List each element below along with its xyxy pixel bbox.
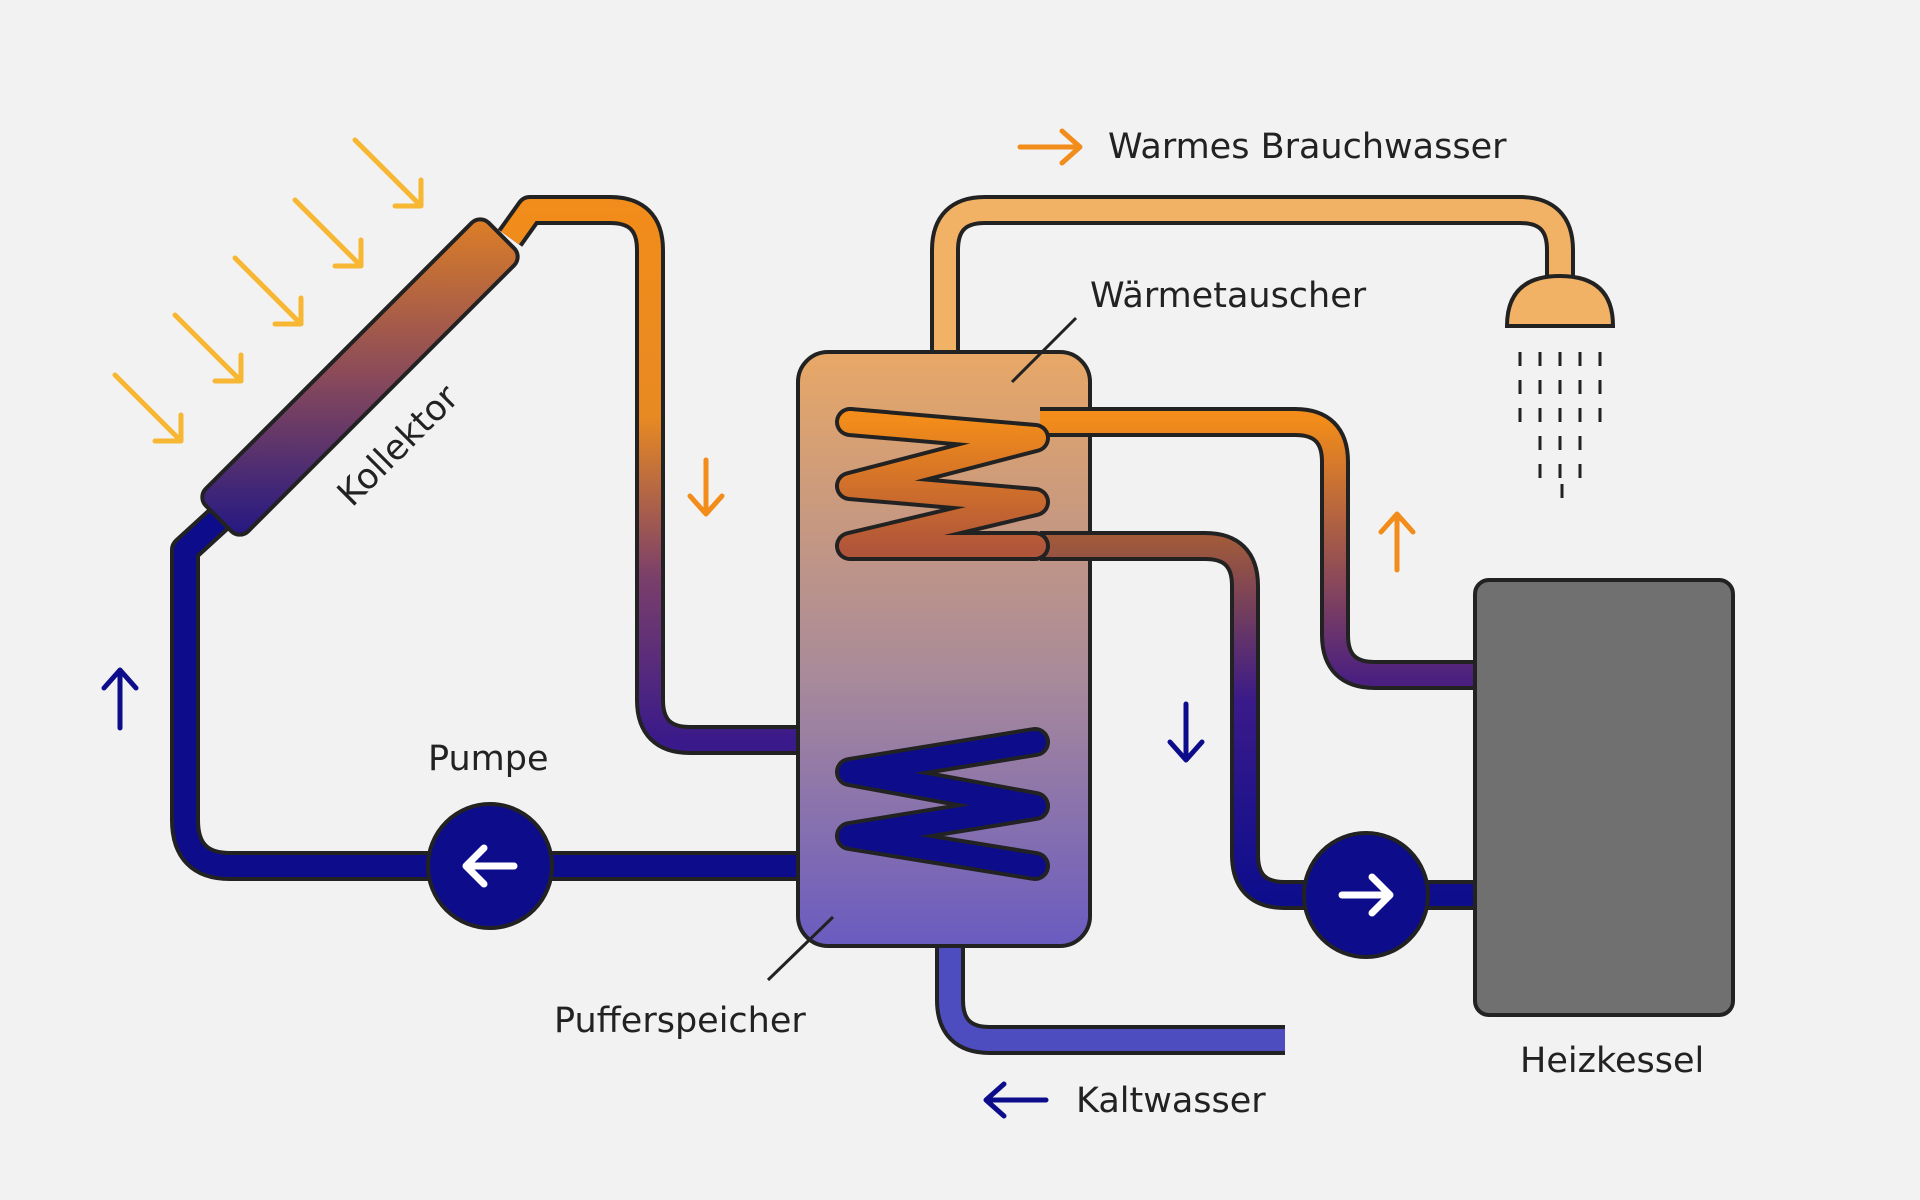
- solar-collector: [200, 217, 520, 537]
- flow-arrow-down-icon: [687, 457, 725, 517]
- upper-heat-exchanger-coil: [835, 407, 1050, 561]
- sun-rays: [112, 137, 424, 444]
- heat-exchanger-leader-line: [1010, 316, 1078, 384]
- pump-arrow-right-icon: [1338, 873, 1394, 917]
- cold-water-line: [935, 930, 1285, 1055]
- warm-water-line: [930, 195, 1575, 360]
- cold-water-label: Kaltwasser: [1076, 1081, 1266, 1121]
- solar-pump: [426, 802, 554, 930]
- heating-pump: [1302, 831, 1430, 959]
- sun-ray-arrow-icon: [172, 312, 244, 384]
- heating-loop: [1040, 407, 1475, 910]
- legend-arrow-left-icon: [983, 1081, 1049, 1119]
- sun-ray-arrow-icon: [292, 197, 364, 269]
- collector-loop: [170, 195, 1035, 881]
- buffer-tank-leader-line: [766, 915, 835, 982]
- sun-ray-arrow-icon: [352, 137, 424, 209]
- flow-arrow-down-icon: [1167, 701, 1205, 763]
- flow-arrow-up-icon: [1378, 511, 1416, 573]
- sun-ray-arrow-icon: [112, 372, 184, 444]
- pump-label: Pumpe: [428, 739, 549, 779]
- flow-arrow-up-icon: [101, 667, 139, 731]
- sun-ray-arrow-icon: [232, 255, 304, 327]
- buffer-tank-label: Pufferspeicher: [554, 1001, 806, 1041]
- legend-arrow-right-icon: [1017, 128, 1083, 166]
- boiler: [1473, 578, 1735, 1017]
- lower-heat-exchanger-coil: [835, 727, 1050, 881]
- boiler-label: Heizkessel: [1520, 1041, 1704, 1081]
- heat-exchanger-label: Wärmetauscher: [1090, 276, 1367, 316]
- shower-head-icon: [1504, 273, 1616, 328]
- pump-arrow-left-icon: [462, 844, 518, 888]
- warm-water-label: Warmes Brauchwasser: [1108, 127, 1507, 167]
- water-drops-icon: [1518, 352, 1602, 498]
